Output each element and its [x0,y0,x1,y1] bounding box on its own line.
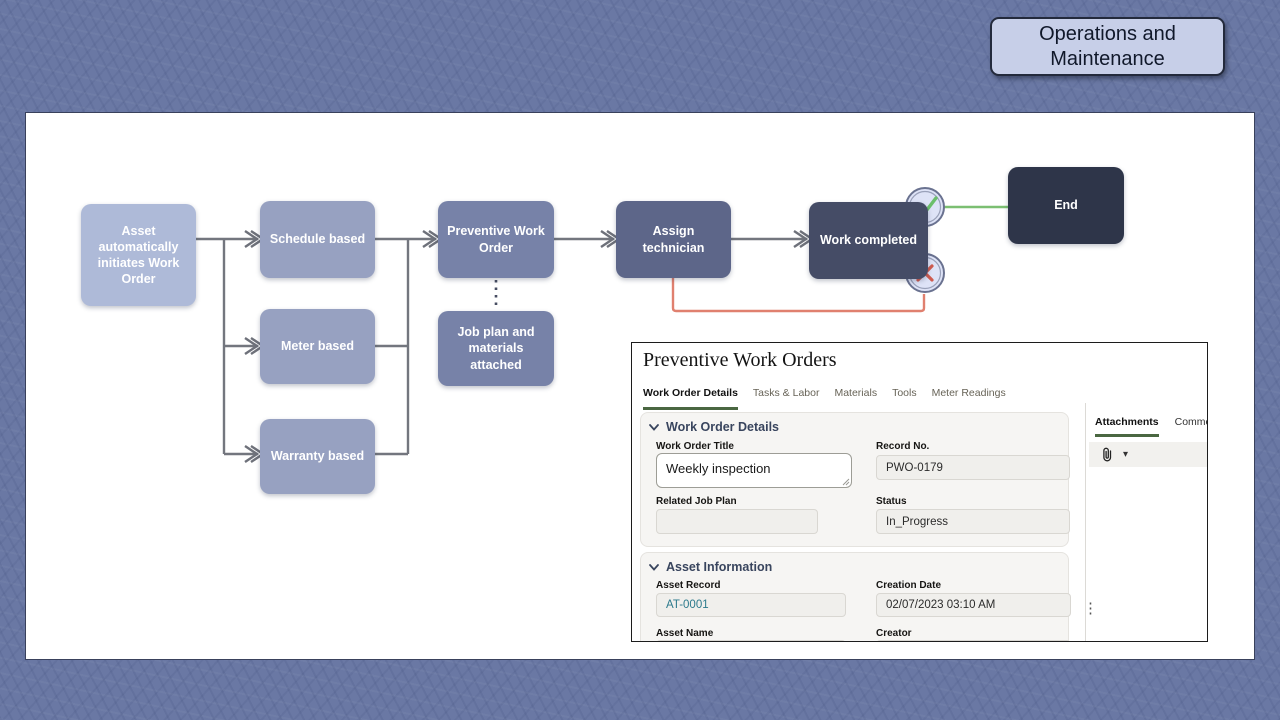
flow-node-work-completed: Work completed [809,202,928,279]
flow-node-end: End [1008,167,1124,244]
asset-record-label: Asset Record [656,580,721,591]
status-label: Status [876,496,907,507]
node-label: Preventive Work Order [447,224,545,255]
work-order-app-panel: Preventive Work Orders Work Order Detail… [631,342,1208,642]
diagram-canvas: Asset automatically initiates Work Order… [25,112,1255,660]
node-label: Asset automatically initiates Work Order [97,223,180,287]
node-label: End [1054,198,1078,213]
record-no-field: PWO-0179 [876,455,1070,480]
node-label: Job plan and materials attached [457,325,535,372]
related-job-plan-field[interactable] [656,509,818,534]
work-order-title-input[interactable]: Weekly inspection [656,453,852,488]
asset-name-label: Asset Name [656,628,714,639]
tab-work-order-details[interactable]: Work Order Details [643,387,738,410]
creator-label: Creator [876,628,912,639]
record-no-label: Record No. [876,441,930,452]
creation-date-field: 02/07/2023 03:10 AM [876,593,1071,617]
asset-name-field [656,640,846,641]
caret-down-icon[interactable]: ▾ [1123,449,1129,460]
page-title: Preventive Work Orders [643,349,837,371]
section-title: Asset Information [666,560,773,574]
chevron-down-icon [649,423,659,431]
node-label: Work completed [819,233,917,248]
tab-tasks-labor[interactable]: Tasks & Labor [752,387,820,399]
chevron-down-icon [649,563,659,571]
work-order-title-field-wrap: Weekly inspection [656,453,852,488]
node-label: Meter based [281,339,354,354]
creator-field [876,640,1071,641]
side-tab-bar: Attachments Comments [1095,416,1207,437]
paperclip-icon[interactable] [1101,447,1114,462]
attachments-toolbar: ▾ [1089,442,1207,467]
node-label: Warranty based [270,449,365,464]
tab-tools[interactable]: Tools [892,387,917,399]
tab-comments[interactable]: Comments [1174,416,1207,428]
slide-title-badge: Operations and Maintenance [990,17,1225,76]
flow-node-warranty-based: Warranty based [260,419,375,494]
main-tab-bar: Work Order Details Tasks & Labor Materia… [643,387,1006,410]
work-order-title-label: Work Order Title [656,441,734,452]
flow-node-job-plan: Job plan and materials attached [438,311,554,386]
tab-attachments[interactable]: Attachments [1095,416,1159,437]
creation-date-label: Creation Date [876,580,942,591]
section-title: Work Order Details [666,420,780,434]
flow-node-preventive-work-order: Preventive Work Order [438,201,554,278]
resize-handle-icon[interactable] [842,478,850,486]
fail-loop-connector [671,278,926,313]
flow-node-asset-initiates: Asset automatically initiates Work Order [81,204,196,306]
flow-node-schedule-based: Schedule based [260,201,375,278]
node-label: Schedule based [269,232,366,247]
tab-meter-readings[interactable]: Meter Readings [931,387,1006,399]
tab-materials[interactable]: Materials [834,387,878,399]
asset-record-field[interactable]: AT-0001 [656,593,846,617]
status-field: In_Progress [876,509,1070,534]
flow-node-meter-based: Meter based [260,309,375,384]
panel-splitter[interactable] [1085,403,1086,641]
related-job-plan-label: Related Job Plan [656,496,737,507]
node-label: Assign technician [642,224,705,255]
splitter-drag-handle-icon[interactable]: ⋮ [1083,600,1098,617]
flow-node-assign-technician: Assign technician [616,201,731,278]
section-header-work-order-details[interactable]: Work Order Details [649,420,779,434]
section-header-asset-information[interactable]: Asset Information [649,560,772,574]
slide-title: Operations and Maintenance [1039,22,1176,70]
